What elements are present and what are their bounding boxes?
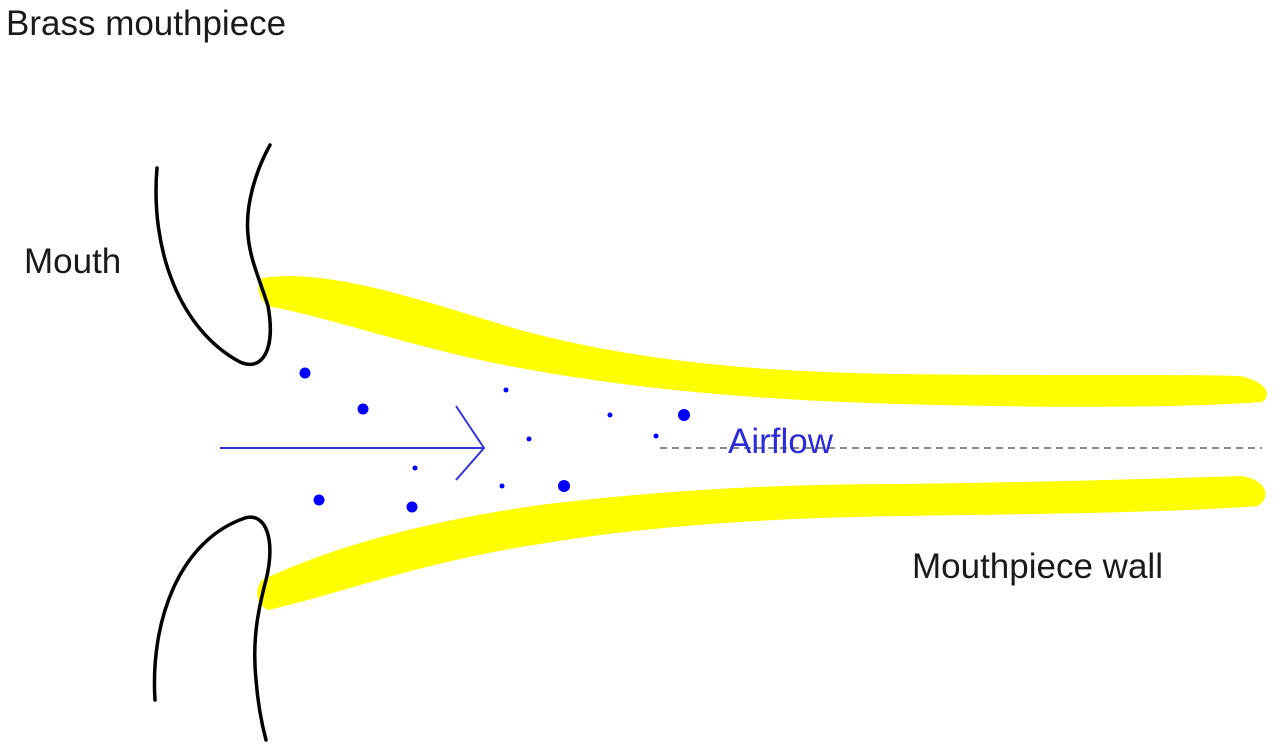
air-particle [412, 465, 418, 471]
lower-lip [152, 515, 272, 742]
air-particle [653, 433, 659, 439]
upper-lip [154, 143, 273, 366]
air-particle [313, 494, 325, 506]
air-particles [299, 367, 690, 513]
airflow-arrow [220, 405, 486, 481]
airflow-label: Airflow [728, 422, 834, 461]
air-particle [299, 367, 311, 379]
air-particle [503, 387, 509, 393]
air-particle [357, 403, 369, 415]
diagram-title: Brass mouthpiece [6, 4, 287, 43]
air-particle [406, 501, 418, 513]
air-particle [558, 480, 570, 492]
mouthpiece-wall-lower [257, 476, 1266, 610]
mouthpiece-wall-upper [258, 276, 1267, 407]
mouth-label: Mouth [24, 242, 122, 281]
air-particle [526, 436, 532, 442]
air-particle [499, 483, 505, 489]
mouthpiece-wall-label: Mouthpiece wall [912, 547, 1163, 586]
air-particle [678, 409, 690, 421]
air-particle [607, 412, 613, 418]
